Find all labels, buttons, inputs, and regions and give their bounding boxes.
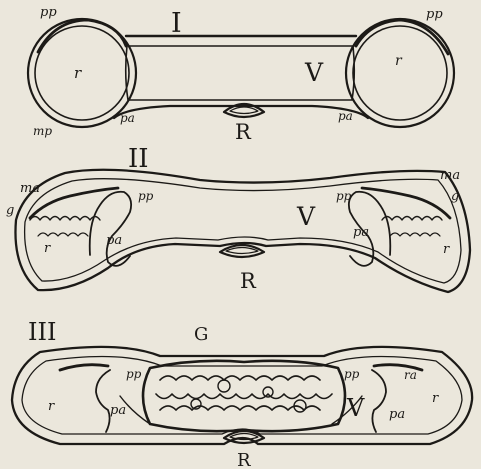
panel-2-label-r-left: r bbox=[44, 241, 51, 256]
panel-3-label-r-bottom: R bbox=[237, 450, 251, 469]
panel-1-label-r-bottom: R bbox=[235, 120, 252, 144]
panel-3-label-r-right: r bbox=[432, 391, 439, 406]
panel-3-label-g-center: G bbox=[194, 324, 208, 345]
panel-3-central-mass bbox=[143, 361, 345, 431]
panel-2-label-pp-left: pp bbox=[138, 189, 154, 203]
panel-3-numeral: III bbox=[28, 318, 56, 346]
panel-3-label-pp-right: pp bbox=[344, 367, 360, 381]
panel-1-label-r-left: r bbox=[74, 64, 82, 82]
panel-1-label-r-right: r bbox=[395, 53, 403, 69]
panel-2-label-ma-right: ma bbox=[440, 168, 460, 183]
panel-1-label-pp-left: pp bbox=[40, 5, 57, 20]
panel-3-label-r-left: r bbox=[48, 399, 55, 414]
panel-2-label-ma-left: ma bbox=[20, 181, 40, 196]
panel-2-label-pa-right: pa bbox=[353, 225, 369, 240]
panel-2-label-g-right: g bbox=[451, 189, 459, 204]
panel-3-label-pa-left: pa bbox=[110, 403, 126, 418]
panel-3: III G pp pp pa pa r r ra V R bbox=[12, 318, 472, 469]
panel-3-label-pp-left: pp bbox=[126, 367, 142, 381]
panel-3-label-pa-right: pa bbox=[389, 407, 405, 422]
panel-2: II ma ma g g pp pp pa pa r r V R bbox=[6, 144, 470, 293]
panel-2-label-v: V bbox=[296, 202, 316, 231]
panel-2-label-r-right: r bbox=[443, 242, 450, 257]
panel-1-label-pa-right: pa bbox=[338, 109, 353, 123]
panel-1-label-mp: mp bbox=[33, 124, 52, 138]
panel-1-numeral: I bbox=[171, 8, 182, 39]
panel-3-label-ra-right: ra bbox=[404, 368, 417, 382]
panel-2-label-g-left: g bbox=[6, 203, 14, 218]
panel-2-numeral: II bbox=[128, 144, 149, 174]
panel-1-label-pp-right: pp bbox=[426, 7, 443, 22]
panel-2-folded-wall-right bbox=[382, 217, 442, 237]
panel-1: I pp pp r r V pa pa mp R bbox=[28, 5, 454, 144]
panel-1-label-pa-left: pa bbox=[120, 111, 135, 125]
panel-2-label-pa-left: pa bbox=[106, 233, 122, 248]
panel-1-body-outline bbox=[28, 19, 454, 127]
panel-2-label-r-bottom: R bbox=[240, 269, 257, 293]
panel-3-label-v: V bbox=[346, 394, 365, 422]
panel-2-label-pp-right: pp bbox=[336, 189, 352, 203]
panel-1-label-v: V bbox=[304, 58, 324, 87]
